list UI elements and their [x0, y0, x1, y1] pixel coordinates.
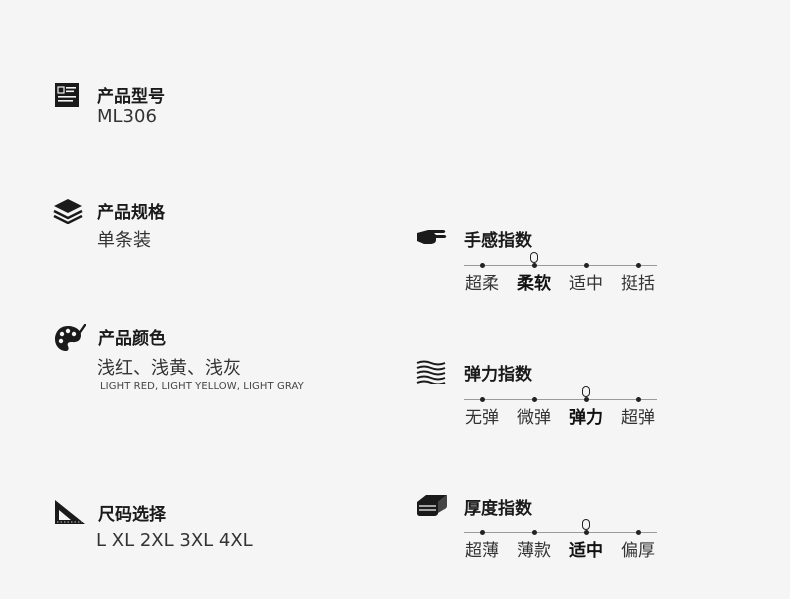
spec-format-value: 单条装: [97, 230, 151, 251]
scale-elastic-track: [464, 399, 657, 400]
scale-thickness-track: [464, 532, 657, 533]
fabric-stack-icon: [417, 495, 447, 516]
scale-elastic-option: 弹力: [569, 408, 603, 428]
scale-elastic-option: 微弹: [517, 408, 551, 428]
model-card-icon: [55, 83, 79, 107]
scale-elastic-dot: [531, 397, 537, 402]
scale-thickness-option: 超薄: [465, 541, 499, 561]
scale-thickness-option: 偏厚: [621, 541, 655, 561]
scale-elastic: 弹力指数 无弹微弹弹力超弹: [416, 359, 676, 429]
scale-thickness-dot: [531, 530, 537, 535]
scale-feel-track: [464, 265, 657, 266]
scale-thickness: 厚度指数 超薄薄款适中偏厚: [416, 492, 676, 562]
spec-model: 产品型号 ML306: [55, 82, 275, 132]
spec-size-title: 尺码选择: [98, 505, 166, 525]
spec-color-title: 产品颜色: [98, 329, 166, 349]
set-square-icon: [55, 500, 85, 524]
scale-feel-title: 手感指数: [464, 231, 532, 251]
scale-thickness-dot: [635, 530, 641, 535]
scale-thickness-marker: [582, 519, 590, 530]
scale-elastic-marker: [582, 386, 590, 397]
spec-model-value: ML306: [97, 106, 157, 127]
scale-thickness-dot: [479, 530, 485, 535]
hand-icon: [417, 230, 447, 244]
scale-elastic-dot: [583, 397, 589, 402]
palette-icon: [55, 324, 86, 351]
spec-color: 产品颜色 浅红、浅黄、浅灰 LIGHT RED, LIGHT YELLOW, L…: [54, 323, 334, 395]
spec-color-subtitle: LIGHT RED, LIGHT YELLOW, LIGHT GRAY: [100, 381, 304, 392]
spec-format-title: 产品规格: [97, 203, 165, 223]
scale-elastic-option: 无弹: [465, 408, 499, 428]
spec-color-value: 浅红、浅黄、浅灰: [97, 358, 241, 379]
scale-feel-option: 挺括: [621, 274, 655, 294]
layers-icon: [53, 199, 83, 224]
scale-elastic-title: 弹力指数: [464, 365, 532, 385]
scale-feel-option: 柔软: [517, 274, 551, 294]
scale-feel-marker: [530, 252, 538, 263]
spec-size: 尺码选择 L XL 2XL 3XL 4XL: [54, 498, 294, 554]
scale-feel: 手感指数 超柔柔软适中挺括: [416, 225, 676, 295]
scale-thickness-title: 厚度指数: [464, 499, 532, 519]
scale-feel-dot: [531, 263, 537, 268]
scale-thickness-option: 薄款: [517, 541, 551, 561]
scale-elastic-dot: [635, 397, 641, 402]
spec-format: 产品规格 单条装: [53, 197, 273, 251]
spec-size-value: L XL 2XL 3XL 4XL: [96, 530, 253, 551]
scale-feel-dot: [583, 263, 589, 268]
scale-feel-option: 适中: [569, 274, 603, 294]
scale-feel-option: 超柔: [465, 274, 499, 294]
wave-lines-icon: [416, 360, 446, 384]
spec-model-title: 产品型号: [97, 87, 165, 107]
scale-feel-dot: [635, 263, 641, 268]
scale-elastic-dot: [479, 397, 485, 402]
scale-thickness-dot: [583, 530, 589, 535]
scale-thickness-option: 适中: [569, 541, 603, 561]
scale-feel-dot: [479, 263, 485, 268]
scale-elastic-option: 超弹: [621, 408, 655, 428]
